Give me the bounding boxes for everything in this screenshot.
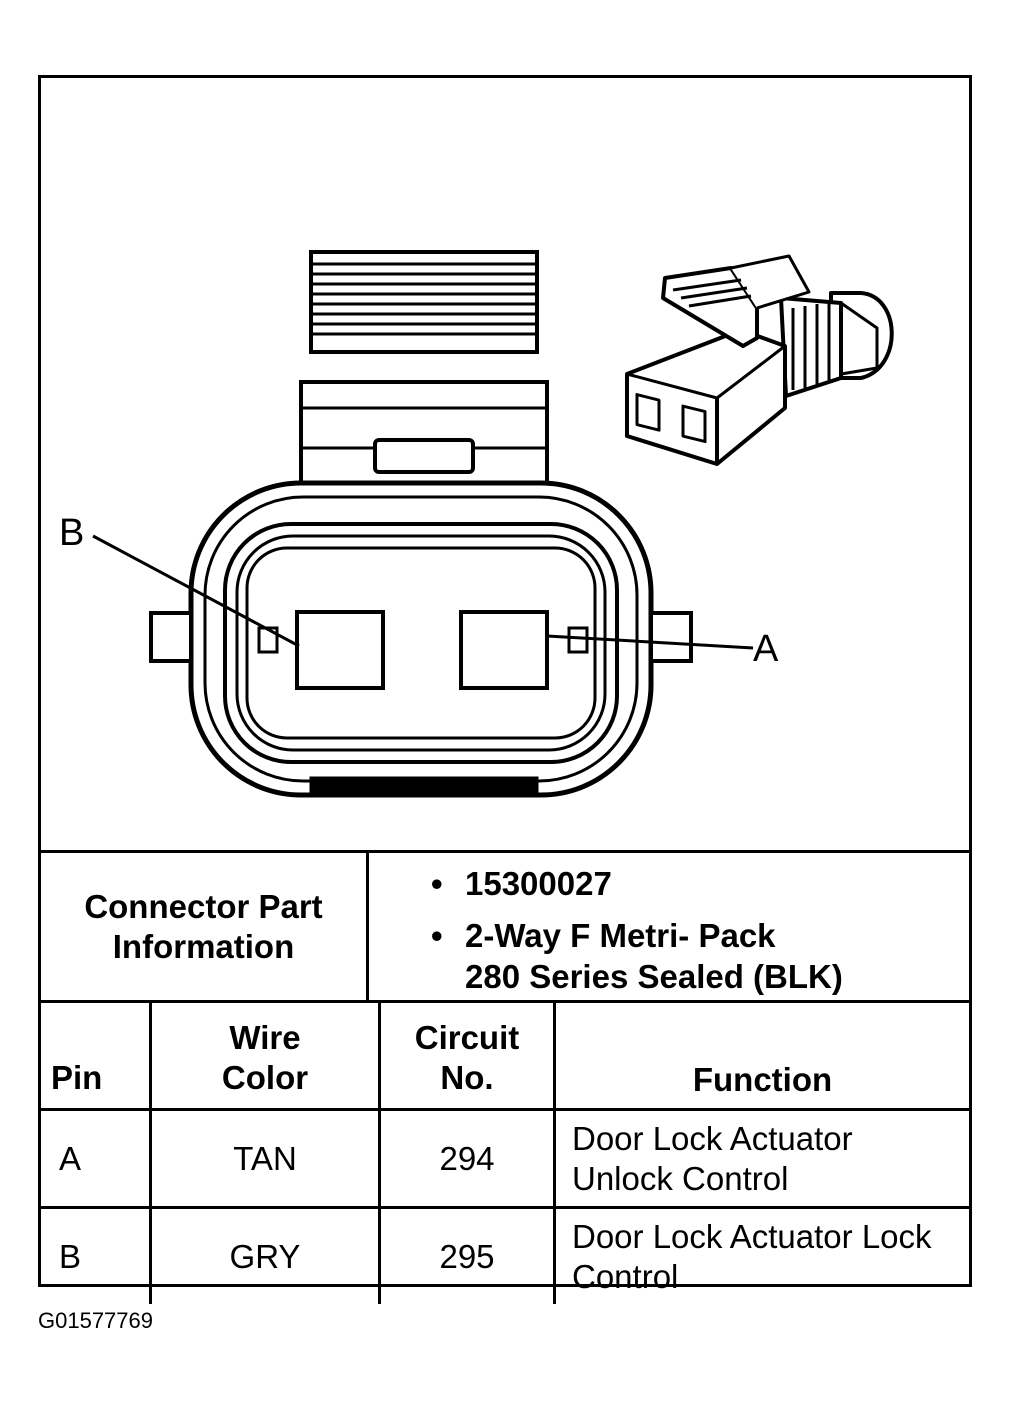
header-wire-color-line1: Wire bbox=[229, 1019, 301, 1056]
header-circuit: Circuit No. bbox=[378, 1000, 556, 1111]
connector-info-label: Connector Part Information bbox=[41, 853, 369, 1000]
header-wire-color: Wire Color bbox=[149, 1000, 381, 1111]
connector-sheet: B A Connector Part Information • 1530002… bbox=[38, 75, 972, 1304]
connector-face-drawing bbox=[92, 250, 894, 798]
table-row: B GRY 295 Door Lock Actuator Lock Contro… bbox=[41, 1206, 969, 1304]
connector-housing bbox=[149, 480, 693, 798]
cell-circuit: 295 bbox=[378, 1206, 556, 1304]
cell-function: Door Lock Actuator Lock Control bbox=[553, 1206, 969, 1304]
part-number: 15300027 bbox=[465, 865, 612, 902]
connector-part-information: Connector Part Information • 15300027 • … bbox=[41, 850, 969, 1000]
cell-pin: A bbox=[41, 1108, 152, 1209]
cell-function-line1: Door Lock Actuator Lock bbox=[572, 1217, 932, 1255]
cell-function-line1: Door Lock Actuator bbox=[572, 1119, 853, 1157]
pin-table: Pin Wire Color Circuit No. Function A TA… bbox=[41, 1000, 969, 1304]
header-circuit-line1: Circuit bbox=[414, 1019, 520, 1056]
connector-description-line2: 280 Series Sealed (BLK) bbox=[465, 958, 843, 995]
cell-wire-color: TAN bbox=[149, 1108, 381, 1209]
pin-label-b: B bbox=[59, 512, 85, 554]
cell-circuit: 294 bbox=[378, 1108, 556, 1209]
connector-info-label-line1: Connector Part bbox=[84, 887, 323, 925]
cell-wire-color: GRY bbox=[149, 1206, 381, 1304]
header-circuit-line2: No. bbox=[440, 1059, 494, 1096]
cavity-b bbox=[295, 610, 385, 690]
header-wire-color-line2: Color bbox=[221, 1059, 309, 1096]
table-row: A TAN 294 Door Lock Actuator Unlock Cont… bbox=[41, 1108, 969, 1209]
cavity-a bbox=[459, 610, 549, 690]
cell-function: Door Lock Actuator Unlock Control bbox=[553, 1108, 969, 1209]
figure-id: G01577769 bbox=[38, 1308, 153, 1333]
pin-label-a: A bbox=[753, 628, 779, 670]
cell-pin: B bbox=[41, 1206, 152, 1304]
bullet-marker: • bbox=[431, 865, 443, 902]
connector-iso-view bbox=[625, 254, 894, 466]
header-pin: Pin bbox=[41, 1000, 152, 1111]
lock-tab bbox=[299, 250, 549, 492]
cell-function-line2: Unlock Control bbox=[572, 1159, 789, 1197]
header-function: Function bbox=[553, 1000, 969, 1111]
connector-description-line1: 2-Way F Metri- Pack bbox=[465, 917, 776, 954]
bullet-marker: • bbox=[431, 917, 443, 954]
connector-info-list: • 15300027 • 2-Way F Metri- Pack 280 Ser… bbox=[369, 853, 969, 1000]
leader-line-b bbox=[92, 534, 300, 648]
leader-line-a bbox=[546, 634, 754, 650]
connector-info-label-line2: Information bbox=[112, 927, 295, 965]
table-header-row: Pin Wire Color Circuit No. Function bbox=[41, 1000, 969, 1111]
cell-function-line2: Control bbox=[572, 1257, 679, 1295]
connector-diagram: B A bbox=[41, 78, 969, 850]
